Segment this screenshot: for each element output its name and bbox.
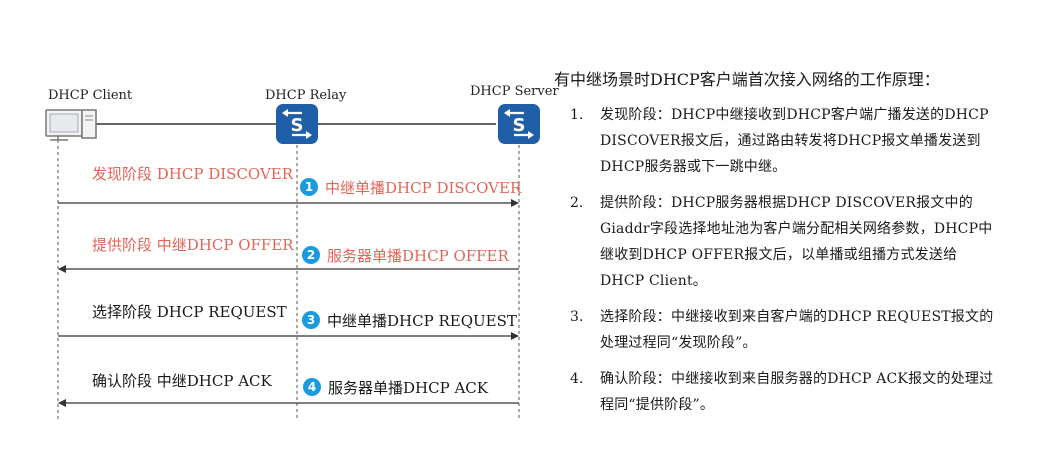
step-2-left-label: 提供阶段 中继DHCP OFFER [92, 236, 294, 254]
step-2-badge: 2 [302, 246, 320, 264]
principle-text: 确认阶段：中继接收到来自服务器的DHCP ACK报文的处理过程同“提供阶段”。 [600, 371, 994, 413]
step-2-right-label: 服务器单播DHCP OFFER [327, 247, 509, 265]
principle-panel: 有中继场景时DHCP客户端首次接入网络的工作原理： 1. 发现阶段：DHCP中继… [554, 66, 994, 428]
svg-text:S: S [291, 115, 304, 136]
step-4-left-label: 确认阶段 中继DHCP ACK [92, 372, 272, 390]
step-1-left-label: 发现阶段 DHCP DISCOVER [92, 165, 294, 183]
principle-number: 1. [570, 107, 584, 123]
client-label: DHCP Client [48, 88, 133, 103]
step-3-right-label: 中继单播DHCP REQUEST [327, 312, 517, 330]
principle-text: 提供阶段：DHCP服务器根据DHCP DISCOVER报文中的Giaddr字段选… [600, 195, 993, 289]
principle-number: 3. [570, 309, 584, 325]
computer-icon [45, 109, 97, 141]
relay-switch-icon: S [276, 104, 318, 144]
step-3-badge: 3 [302, 311, 320, 329]
principle-text: 选择阶段：中继接收到来自客户端的DHCP REQUEST报文的处理过程同“发现阶… [600, 309, 994, 351]
principle-text: 发现阶段：DHCP中继接收到DHCP客户端广播发送的DHCP DISCOVER报… [600, 107, 989, 175]
principle-item: 1. 发现阶段：DHCP中继接收到DHCP客户端广播发送的DHCP DISCOV… [554, 102, 994, 180]
step-4-badge: 4 [303, 378, 321, 396]
svg-text:S: S [513, 115, 526, 136]
panel-title: 有中继场景时DHCP客户端首次接入网络的工作原理： [554, 70, 940, 89]
step-3-left-label: 选择阶段 DHCP REQUEST [92, 303, 287, 321]
principle-item: 3. 选择阶段：中继接收到来自客户端的DHCP REQUEST报文的处理过程同“… [554, 304, 994, 356]
server-label: DHCP Server [470, 84, 559, 99]
principle-number: 4. [570, 371, 584, 387]
principle-item: 4. 确认阶段：中继接收到来自服务器的DHCP ACK报文的处理过程同“提供阶段… [554, 366, 994, 418]
step-1-right-label: 中继单播DHCP DISCOVER [325, 179, 522, 197]
step-1-badge: 1 [300, 178, 318, 196]
principle-number: 2. [570, 195, 584, 211]
step-4-right-label: 服务器单播DHCP ACK [328, 379, 488, 397]
principle-item: 2. 提供阶段：DHCP服务器根据DHCP DISCOVER报文中的Giaddr… [554, 190, 994, 294]
server-switch-icon: S [498, 104, 540, 144]
relay-label: DHCP Relay [265, 88, 347, 103]
